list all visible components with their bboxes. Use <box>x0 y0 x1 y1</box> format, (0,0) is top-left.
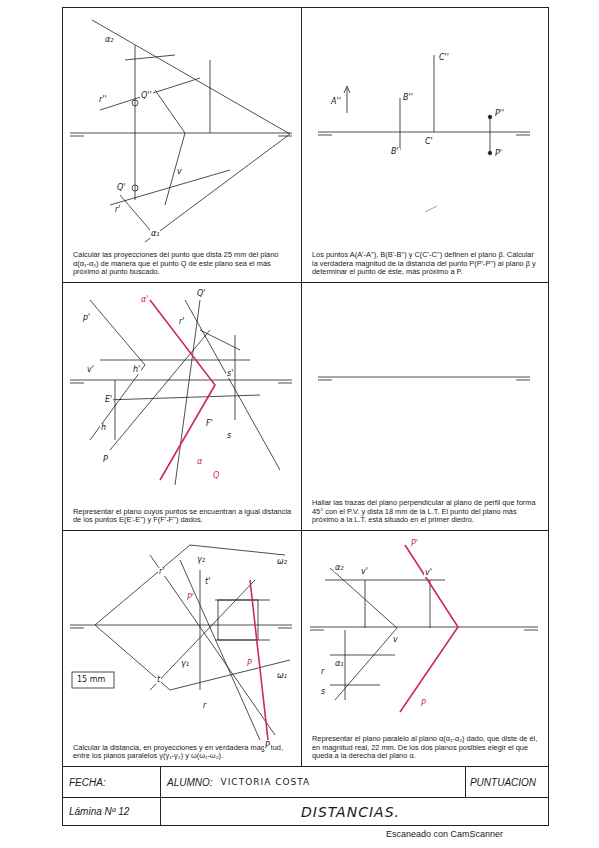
exercise-statement: Representar el plano cuyos puntos se enc… <box>73 508 293 525</box>
title-block-text: VICTORIA COSTA <box>221 777 311 787</box>
point-label: α₁ <box>150 230 160 238</box>
point-label: v' <box>86 366 95 374</box>
point-label: P <box>246 660 253 668</box>
title-block-cell: DISTANCIAS. <box>160 797 549 826</box>
title-block-text: Lámina Nº 12 <box>69 806 129 817</box>
point-label: B'' <box>402 94 414 102</box>
scanner-watermark: Escaneado con CamScanner <box>385 830 504 839</box>
point-label: h' <box>132 366 141 374</box>
title-block-cell: FECHA: <box>62 766 161 798</box>
point-label: E' <box>104 396 113 404</box>
title-block-cell: ALUMNO: VICTORIA COSTA <box>160 766 466 798</box>
point-label: P <box>264 742 271 750</box>
point-label: α' <box>140 296 149 304</box>
point-label: B' <box>390 148 400 156</box>
exercise-statement: Los puntos A(A'-A''), B(B'-B'') y C(C'-C… <box>312 251 540 277</box>
exercise-statement: Calcular la distancia, en proyecciones y… <box>73 744 293 761</box>
point-label: t <box>156 676 161 684</box>
point-label: Q' <box>196 290 207 298</box>
point-label: v' <box>424 569 433 577</box>
point-label: P' <box>494 150 503 158</box>
point-label: γ₂ <box>196 556 206 564</box>
point-label: α₁ <box>334 660 344 668</box>
title-block-text: DISTANCIAS. <box>301 804 400 820</box>
exercise-statement: Hallar las trazas del plano perpendicula… <box>312 499 540 525</box>
point-label: r' <box>158 568 166 576</box>
point-label: Q' <box>116 184 127 192</box>
point-label: P' <box>186 594 195 602</box>
point-label: P'' <box>494 110 505 118</box>
point-label: α₂ <box>104 36 114 44</box>
point-label: s <box>320 688 326 696</box>
point-label: P' <box>410 540 419 548</box>
title-block-text: ALUMNO: <box>167 777 213 788</box>
point-label: Q'' <box>140 92 153 100</box>
point-label: P <box>420 700 427 708</box>
point-label: A'' <box>330 98 342 106</box>
point-label: ω₂ <box>276 558 288 566</box>
point-label: r' <box>178 318 186 326</box>
point-label: h <box>100 424 107 432</box>
point-label: C' <box>424 138 434 146</box>
exercise-statement: Calcular las proyecciones del punto que … <box>73 251 293 277</box>
title-block-cell: Lámina Nº 12 <box>62 797 161 826</box>
exercise-panel: Calcular las proyecciones del punto que … <box>62 7 302 283</box>
point-label: r <box>320 668 325 676</box>
point-label: r' <box>114 206 122 214</box>
title-block-text: PUNTUACION <box>470 777 536 788</box>
point-label: F' <box>205 420 214 428</box>
point-label: r'' <box>98 96 108 104</box>
point-label: γ₁ <box>180 660 190 668</box>
point-label: Q <box>212 472 220 480</box>
exercise-statement: Representar el plano paralelo al plano α… <box>312 735 540 761</box>
title-block-cell: PUNTUACION <box>465 766 549 798</box>
title-block-text: FECHA: <box>69 777 106 788</box>
point-label: s <box>226 432 232 440</box>
exercise-panel: Calcular la distancia, en proyecciones y… <box>62 530 302 767</box>
point-label: ω₁ <box>276 672 288 680</box>
exercise-panel: Hallar las trazas del plano perpendicula… <box>301 282 549 531</box>
point-label: P <box>102 456 109 464</box>
point-label: r <box>202 702 207 710</box>
point-label: α <box>196 458 203 466</box>
point-label: p' <box>82 314 91 322</box>
point-label: v <box>176 168 183 176</box>
point-label: v' <box>360 568 369 576</box>
point-label: α₂ <box>334 564 344 572</box>
point-label: s' <box>226 370 234 378</box>
point-label: 15 mm <box>76 676 106 684</box>
point-label: v <box>392 636 399 644</box>
point-label: t' <box>204 578 211 586</box>
point-label: C'' <box>438 54 450 62</box>
